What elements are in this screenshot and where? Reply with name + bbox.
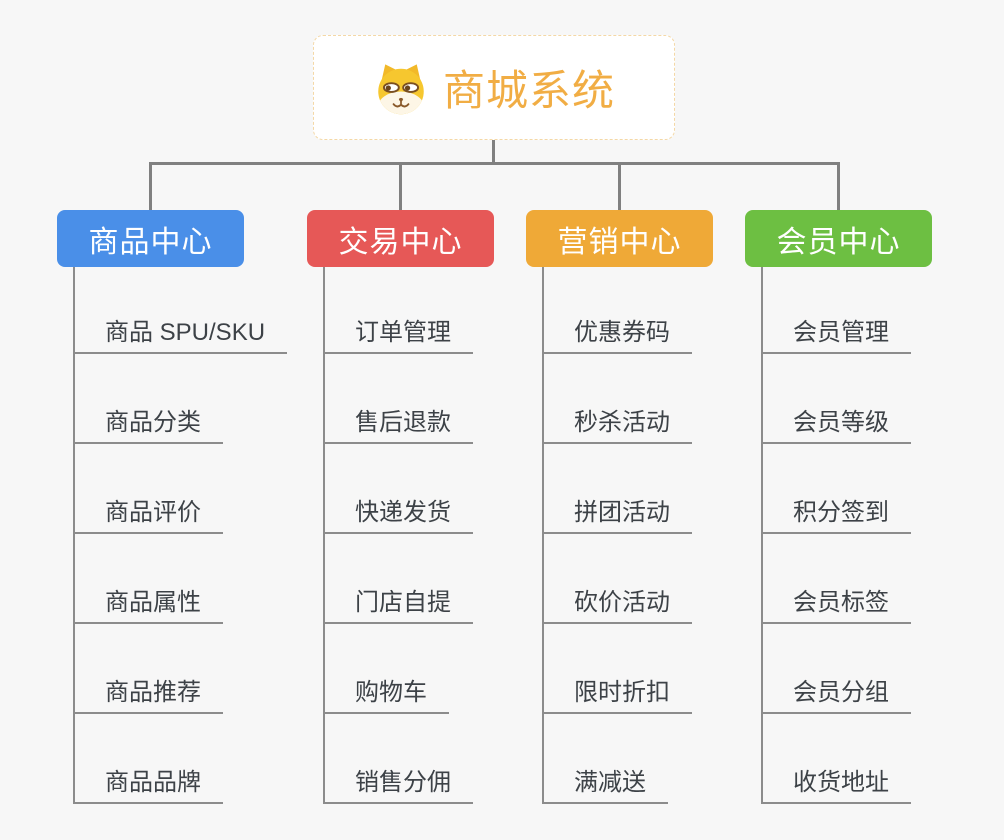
mindmap-child[interactable]: 积分签到 [761, 444, 911, 534]
mindmap-child[interactable]: 快递发货 [323, 444, 473, 534]
branch-trunk-line [761, 267, 763, 802]
mindmap-child[interactable]: 售后退款 [323, 354, 473, 444]
connector-horizontal-bar [149, 162, 840, 165]
connector-stub-marketing [618, 162, 621, 210]
branch-box-member[interactable]: 会员中心 [745, 210, 932, 267]
root-title: 商城系统 [442, 67, 615, 114]
mindmap-child[interactable]: 商品 SPU/SKU [73, 264, 288, 354]
mindmap-child[interactable]: 优惠券码 [542, 264, 692, 354]
branch-marketing-center: 营销中心 优惠券码 秒杀活动 拼团活动 砍价活动 限时折扣 满减送 [526, 210, 776, 804]
mindmap-child[interactable]: 会员等级 [761, 354, 911, 444]
branch-trunk-line [323, 267, 325, 802]
root-node[interactable]: 商城系统 [313, 35, 675, 140]
branch-children-product: 商品 SPU/SKU 商品分类 商品评价 商品属性 商品推荐 商品品牌 [73, 264, 288, 804]
mindmap-child[interactable]: 商品评价 [73, 444, 223, 534]
connector-stub-product [149, 162, 152, 210]
branch-box-trade[interactable]: 交易中心 [307, 210, 494, 267]
mindmap-child[interactable]: 会员管理 [761, 264, 911, 354]
branch-children-member: 会员管理 会员等级 积分签到 会员标签 会员分组 收货地址 [761, 264, 911, 804]
branch-trunk-line [542, 267, 544, 802]
branch-children-marketing: 优惠券码 秒杀活动 拼团活动 砍价活动 限时折扣 满减送 [542, 264, 692, 804]
shiba-dog-icon [378, 63, 424, 114]
mindmap-child[interactable]: 购物车 [323, 624, 449, 714]
branch-box-product[interactable]: 商品中心 [57, 210, 244, 267]
mindmap-child[interactable]: 拼团活动 [542, 444, 692, 534]
mindmap-child[interactable]: 会员标签 [761, 534, 911, 624]
connector-root-stem [492, 140, 495, 164]
mindmap-child[interactable]: 门店自提 [323, 534, 473, 624]
mindmap-child[interactable]: 商品品牌 [73, 714, 223, 804]
mindmap-child[interactable]: 限时折扣 [542, 624, 692, 714]
mindmap-child[interactable]: 商品分类 [73, 354, 223, 444]
mindmap-child[interactable]: 收货地址 [761, 714, 911, 804]
branch-trunk-line [73, 267, 75, 802]
mindmap-child[interactable]: 商品属性 [73, 534, 223, 624]
branch-product-center: 商品中心 商品 SPU/SKU 商品分类 商品评价 商品属性 商品推荐 商品品牌 [57, 210, 307, 804]
branch-children-trade: 订单管理 售后退款 快递发货 门店自提 购物车 销售分佣 [323, 264, 473, 804]
connector-stub-member [837, 162, 840, 210]
mindmap-child[interactable]: 满减送 [542, 714, 668, 804]
connector-stub-trade [399, 162, 402, 210]
branch-box-marketing[interactable]: 营销中心 [526, 210, 713, 267]
mindmap-child[interactable]: 秒杀活动 [542, 354, 692, 444]
mindmap-child[interactable]: 会员分组 [761, 624, 911, 714]
mindmap-child[interactable]: 商品推荐 [73, 624, 223, 714]
branch-member-center: 会员中心 会员管理 会员等级 积分签到 会员标签 会员分组 收货地址 [745, 210, 995, 804]
branch-trade-center: 交易中心 订单管理 售后退款 快递发货 门店自提 购物车 销售分佣 [307, 210, 557, 804]
mindmap-child[interactable]: 砍价活动 [542, 534, 692, 624]
mindmap-child[interactable]: 销售分佣 [323, 714, 473, 804]
mindmap-child[interactable]: 订单管理 [323, 264, 473, 354]
